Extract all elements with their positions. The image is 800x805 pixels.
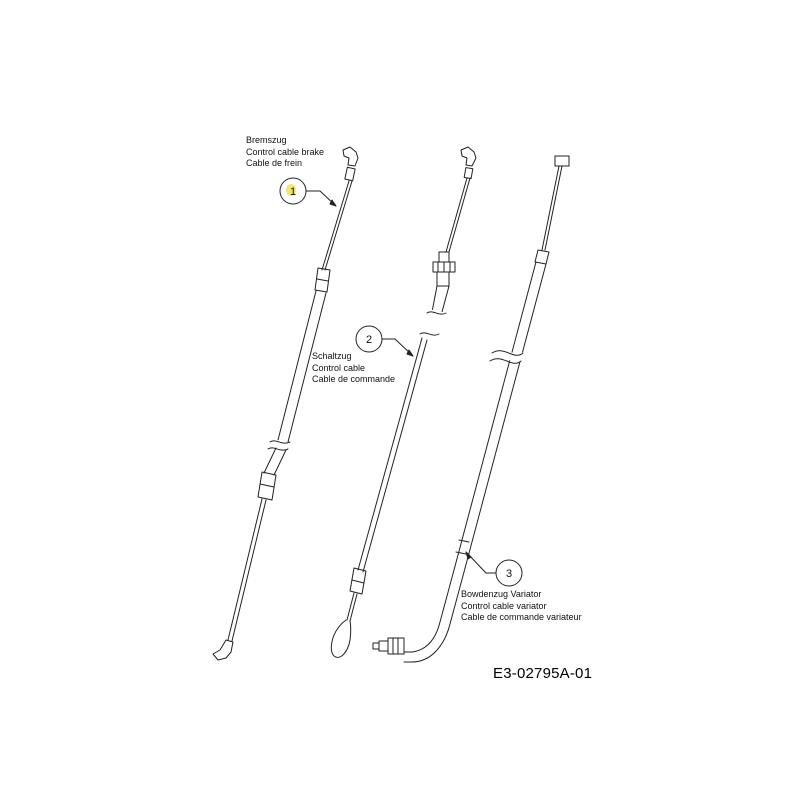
brake-cable-break-line-2: [267, 447, 289, 451]
variator-cable-break-line-1: [491, 350, 524, 356]
brake-cable-upper-adjuster-ring: [316, 278, 329, 282]
part-2-label-de: Schaltzug: [312, 351, 352, 361]
control-cable-eyelet-loop: [330, 619, 352, 658]
variator-cable-end-tip: [372, 642, 380, 650]
break-marks: [267, 309, 528, 451]
control-cable-lower-adjuster: [349, 567, 367, 595]
part-1-label: Bremszug Control cable brake Cable de fr…: [246, 135, 324, 170]
control-cable-inner-wire: [445, 177, 468, 253]
brake-cable-lower-adjuster-ring: [259, 483, 275, 488]
variator-cable-break-gap: [489, 349, 528, 363]
part-2-label-en: Control cable: [312, 362, 366, 373]
control-cable-end-wire-2: [349, 593, 358, 622]
part-2-label: Schaltzug Control cable Cable de command…: [312, 351, 395, 386]
callout-2-arrowhead: [406, 349, 414, 357]
brake-cable-top-hook: [342, 146, 359, 167]
control-cable-break-gap: [421, 309, 453, 327]
callout-3-number: 3: [506, 568, 512, 580]
control-cable-thread-lower: [436, 271, 450, 287]
brake-cable-bottom-hook: [212, 639, 234, 661]
variator-cable-sheath-left: [453, 261, 537, 571]
callout-3-arrowhead: [465, 551, 472, 560]
variator-cable-top-end: [554, 155, 570, 167]
brake-cable-sheath-right-lower: [273, 449, 287, 476]
brake-cable-lower-adjuster: [257, 471, 277, 501]
control-cable-end-wire: [346, 592, 355, 621]
callout-2-number: 2: [366, 334, 372, 346]
variator-cable: [372, 155, 570, 663]
variator-cable-end-fitting: [387, 637, 405, 655]
brake-cable: [212, 146, 359, 661]
brake-cable-inner-wire-bottom-2: [231, 499, 267, 642]
control-cable-sheath-upper-right: [441, 285, 450, 313]
part-2-label-fr: Cable de commande: [312, 374, 396, 384]
control-cable-break-line-1: [426, 311, 447, 315]
part-3-label-fr: Cable de commande variateur: [461, 612, 582, 622]
callout-3: [465, 551, 523, 587]
variator-cable-sheath-band-2: [455, 551, 467, 555]
variator-cable-ferrule: [534, 249, 550, 265]
brake-cable-upper-adjuster: [314, 267, 331, 293]
brake-cable-inner-wire-bottom: [227, 498, 263, 641]
variator-cable-bend-outer: [403, 569, 455, 653]
control-cable: [330, 146, 477, 658]
part-3-label-de: Bowdenzug Variator: [461, 589, 542, 599]
control-cable-break-line-2: [419, 332, 440, 336]
control-cable-sheath-left: [357, 337, 423, 571]
variator-cable-end-nut: [378, 640, 389, 652]
callout-2: [355, 325, 414, 357]
variator-cable-bend-inner: [403, 571, 465, 663]
part-3-label-en: Control cable variator: [461, 600, 547, 611]
brake-cable-sheath-right: [287, 292, 327, 443]
brake-cable-sheath-left-lower: [263, 447, 277, 474]
brake-cable-top-ferrule: [344, 166, 356, 182]
drawing-id: E3-02795A-01: [493, 665, 593, 682]
part-3-label: Bowdenzug Variator Control cable variato…: [461, 589, 582, 624]
variator-cable-inner-wire-2: [544, 165, 563, 251]
part-1-label-en: Control cable brake: [246, 146, 325, 157]
callout-1-number: 1: [290, 186, 296, 198]
callout-1: [279, 177, 337, 207]
callout-1-arrowhead: [329, 199, 337, 207]
callout-1-highlight: [286, 184, 296, 196]
control-cable-sheath-upper-left: [431, 285, 438, 313]
brake-cable-break-line-1: [269, 440, 291, 444]
variator-cable-sheath-right: [463, 263, 547, 573]
control-cable-top-hook: [460, 146, 477, 167]
brake-cable-inner-wire-top: [321, 180, 350, 271]
control-cable-inner-wire-2: [448, 177, 471, 253]
control-cable-top-ferrule: [463, 167, 474, 180]
variator-cable-break-line-2: [489, 358, 522, 364]
brake-cable-sheath-left: [277, 290, 317, 441]
part-1-label-fr: Cable de frein: [246, 158, 303, 168]
control-cable-lower-adjuster-ring: [351, 579, 365, 584]
control-cable-thread-upper: [438, 251, 450, 263]
variator-cable-sheath-band: [458, 539, 470, 543]
brake-cable-break-gap: [269, 439, 295, 449]
brake-cable-inner-wire-top-2: [324, 180, 353, 271]
part-1-label-de: Bremszug: [246, 135, 287, 145]
variator-cable-inner-wire: [541, 165, 560, 251]
control-cable-sheath-right: [362, 339, 428, 573]
